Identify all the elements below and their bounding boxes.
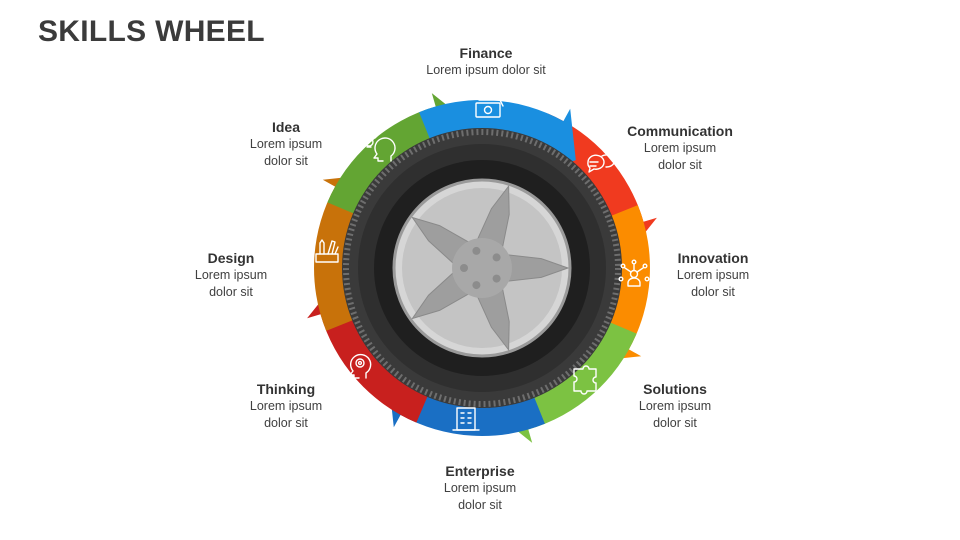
rim-bolt (472, 246, 481, 255)
segment-description: Lorem ipsum dolor sit (194, 268, 268, 299)
label-innovation: Innovation Lorem ipsum dolor sit (628, 250, 798, 301)
label-thinking: Thinking Lorem ipsum dolor sit (201, 381, 371, 432)
puzzle-icon (573, 365, 597, 395)
segment-description: Lorem ipsum dolor sit (643, 141, 717, 172)
label-enterprise: Enterprise Lorem ipsum dolor sit (395, 463, 565, 514)
rim-bolt (460, 264, 468, 272)
head-bulb-icon (360, 132, 396, 162)
chat-bubbles-icon (587, 154, 616, 173)
rim-bolt (492, 274, 501, 283)
head-gear-icon (349, 353, 372, 379)
label-idea: Idea Lorem ipsum dolor sit (201, 119, 371, 170)
segment-description: Lorem ipsum dolor sit (443, 481, 517, 512)
rim (392, 178, 572, 358)
segment-description: Lorem ipsum dolor sit (249, 399, 323, 430)
segment-heading: Communication (627, 123, 733, 139)
segment-heading: Enterprise (445, 463, 515, 479)
label-finance: Finance Lorem ipsum dolor sit (401, 45, 571, 79)
segment-icons (315, 99, 650, 431)
segment-heading: Design (207, 250, 255, 266)
segment-heading: Finance (459, 45, 513, 61)
segment-description: Lorem ipsum dolor sit (249, 137, 323, 168)
money-icon (475, 99, 504, 118)
network-person-icon (618, 259, 650, 287)
label-solutions: Solutions Lorem ipsum dolor sit (590, 381, 760, 432)
segment-heading: Innovation (677, 250, 749, 266)
page-title: SKILLS WHEEL (38, 15, 265, 48)
rim-bolt (472, 281, 481, 290)
segment-heading: Solutions (643, 381, 707, 397)
design-tools-icon (315, 239, 339, 263)
rim-bolts (460, 246, 501, 290)
rim-bolt (492, 253, 501, 262)
segment-description: Lorem ipsum dolor sit (426, 63, 546, 77)
label-design: Design Lorem ipsum dolor sit (146, 250, 316, 301)
segment-heading: Idea (271, 119, 300, 135)
segment-heading: Thinking (256, 381, 316, 397)
segment-description: Lorem ipsum dolor sit (638, 399, 712, 430)
segment-description: Lorem ipsum dolor sit (676, 268, 750, 299)
building-icon (452, 407, 480, 431)
label-communication: Communication Lorem ipsum dolor sit (595, 123, 765, 174)
